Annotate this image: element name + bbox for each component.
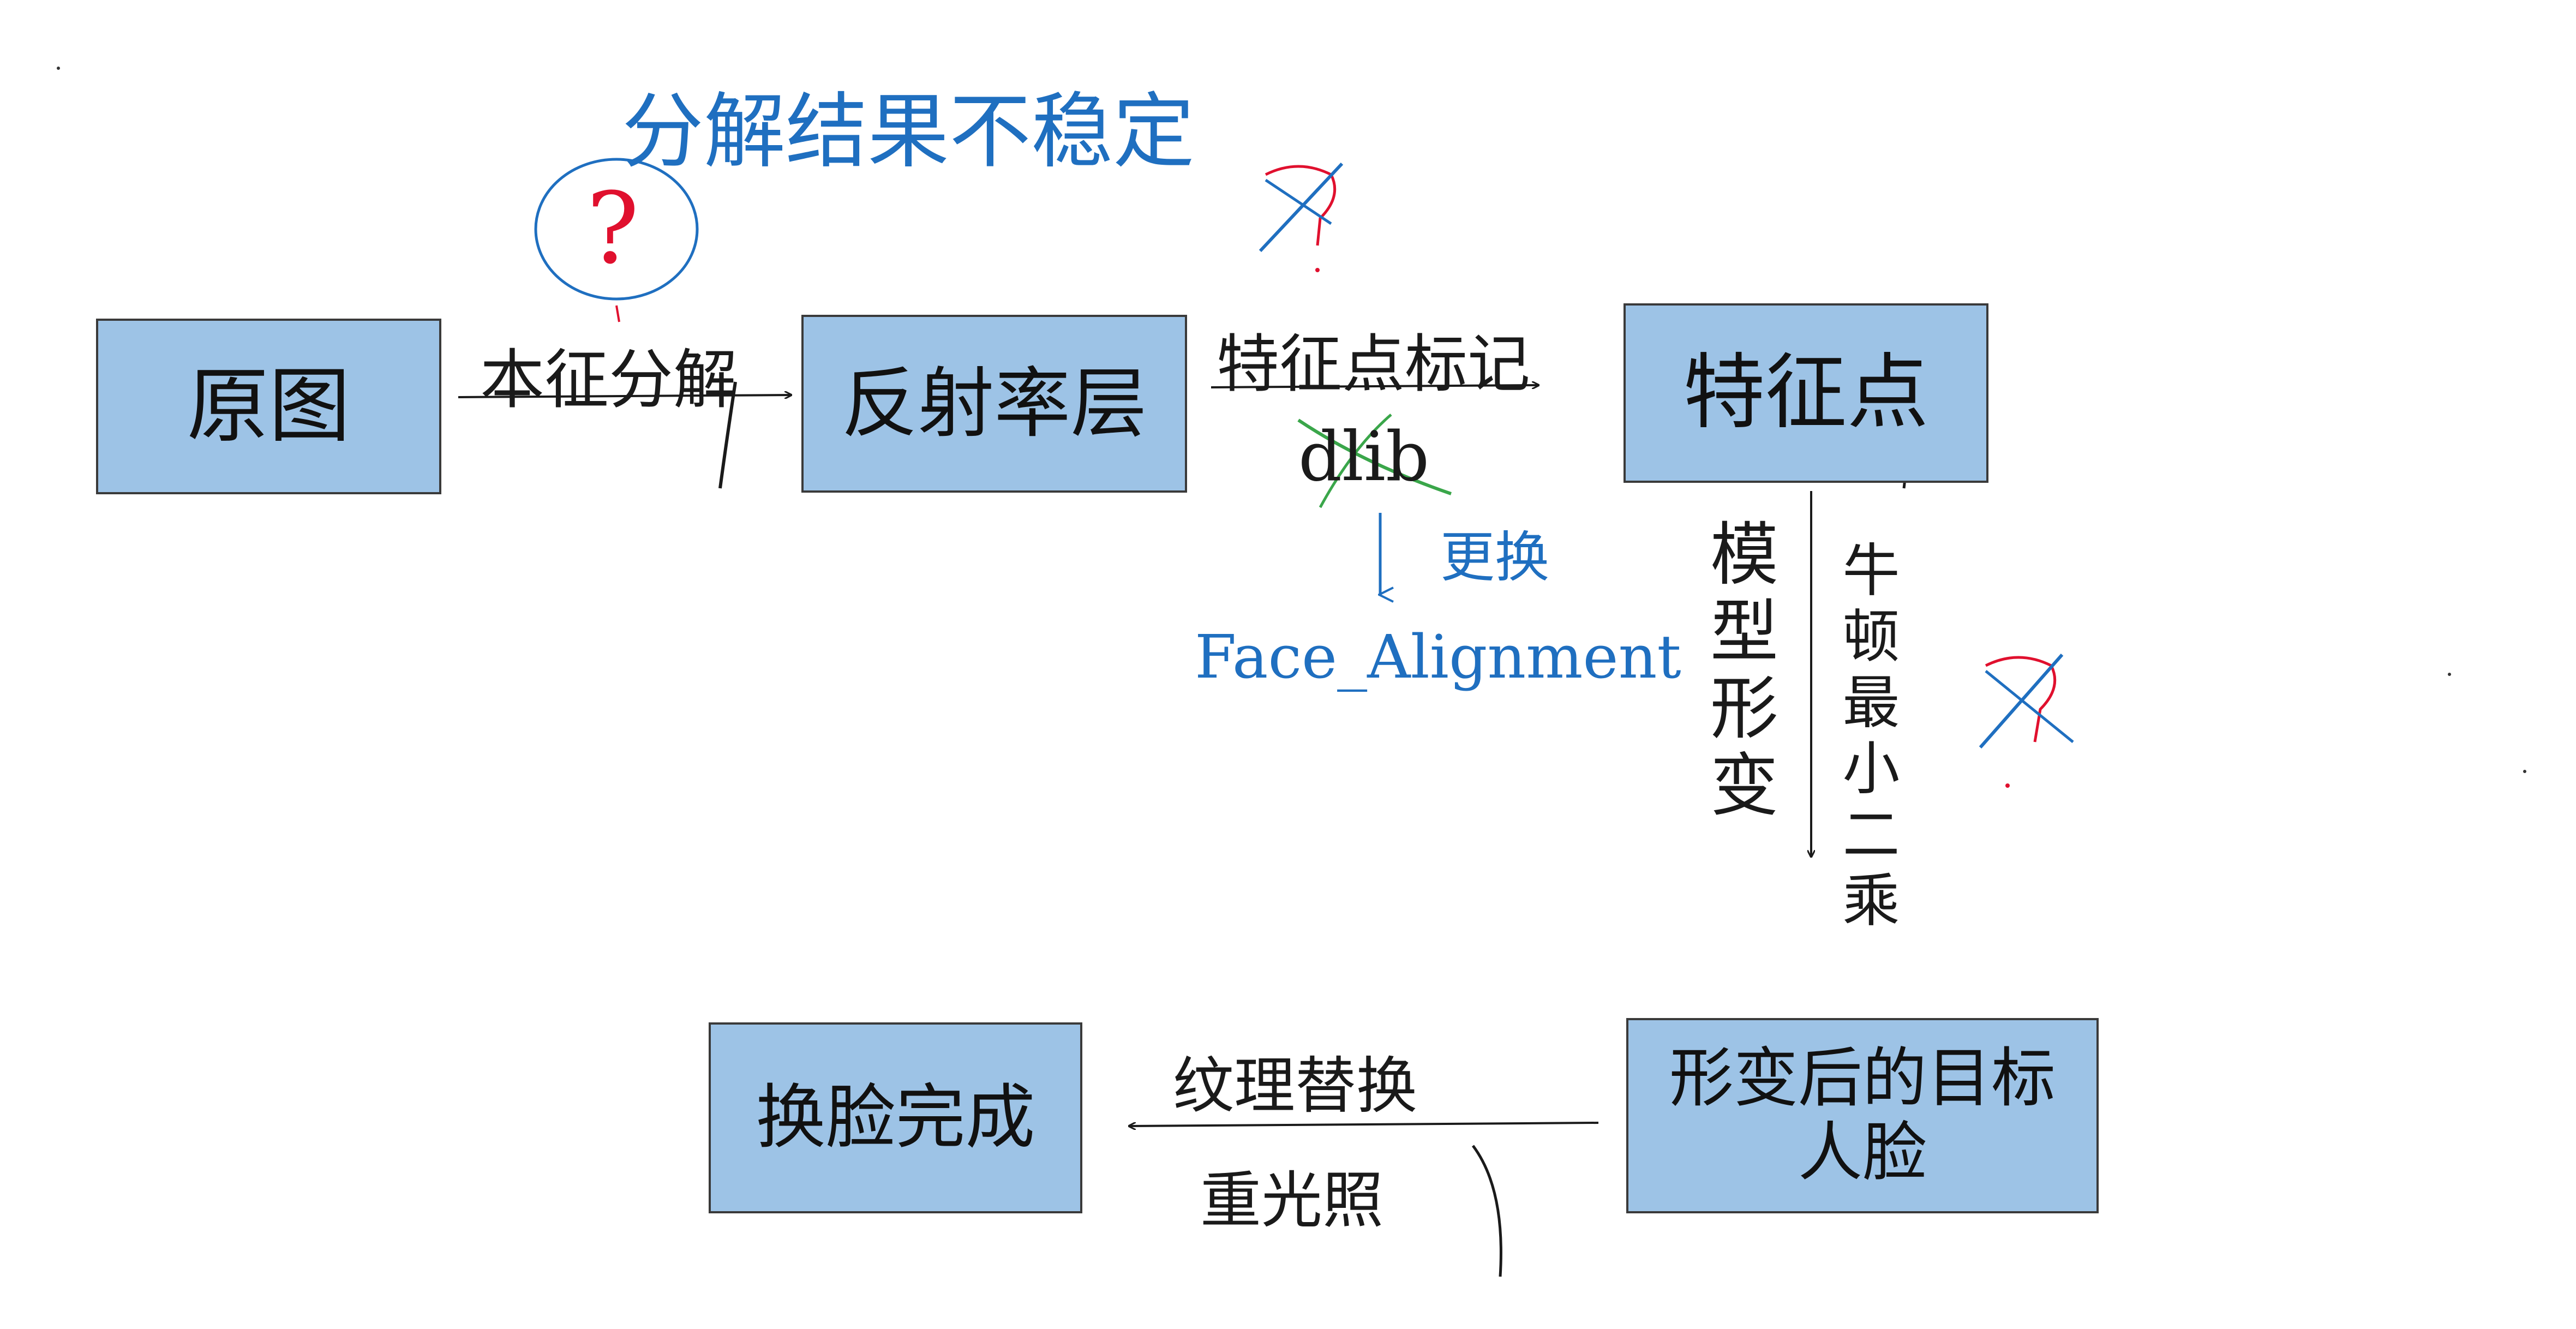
edge-label-model-deformation: 模型形变 xyxy=(1698,518,1777,826)
dlib-strikethrough-2 xyxy=(1319,414,1392,508)
arrow-landmark-labeling xyxy=(1211,385,1538,387)
edge-label-landmark-labeling: 特征点标记 xyxy=(1217,328,1531,401)
question-circle-icon xyxy=(534,158,699,301)
stroke-tail-3 xyxy=(1471,1145,1502,1277)
crossed-question-icon xyxy=(1259,162,1344,272)
edge-label-relighting: 重光照 xyxy=(1200,1165,1383,1236)
node-landmarks: 特征点 xyxy=(1624,303,1988,483)
node-warped-face-line1: 形变后的目标 xyxy=(1669,1040,2056,1116)
arrow-texture-replace xyxy=(1129,1122,1599,1126)
arrow-intrinsic-decomposition xyxy=(458,395,791,397)
node-reflectance-label: 反射率层 xyxy=(841,359,1147,448)
edge-label-newton-least-squares: 牛顿最小二乘 xyxy=(1833,540,1900,936)
node-warped-face-line2: 人脸 xyxy=(1798,1115,1927,1190)
dlib-strikethrough xyxy=(1297,418,1452,495)
edge-label-dlib: dlib xyxy=(1298,417,1429,496)
edge-label-face-alignment: Face_Alignment xyxy=(1195,622,1681,692)
node-warped-face: 形变后的目标 人脸 xyxy=(1626,1018,2099,1213)
edge-label-texture-replace: 纹理替换 xyxy=(1173,1051,1417,1122)
node-original-label: 原图 xyxy=(187,358,351,454)
annotation-question-mark: ? xyxy=(586,172,639,286)
node-reflectance: 反射率层 xyxy=(801,315,1187,493)
edge-label-replace: 更换 xyxy=(1440,525,1549,589)
question-tick xyxy=(615,305,620,322)
crossed-question-icon xyxy=(1979,654,2074,788)
annotation-unstable-result: 分解结果不稳定 xyxy=(622,85,1195,179)
node-landmarks-label: 特征点 xyxy=(1683,345,1929,441)
node-swap-done-label: 换脸完成 xyxy=(756,1077,1035,1159)
stroke-tail xyxy=(718,381,737,489)
node-swap-done: 换脸完成 xyxy=(709,1022,1082,1213)
node-original: 原图 xyxy=(96,319,441,494)
edge-label-intrinsic-decomposition: 本征分解 xyxy=(480,342,738,417)
